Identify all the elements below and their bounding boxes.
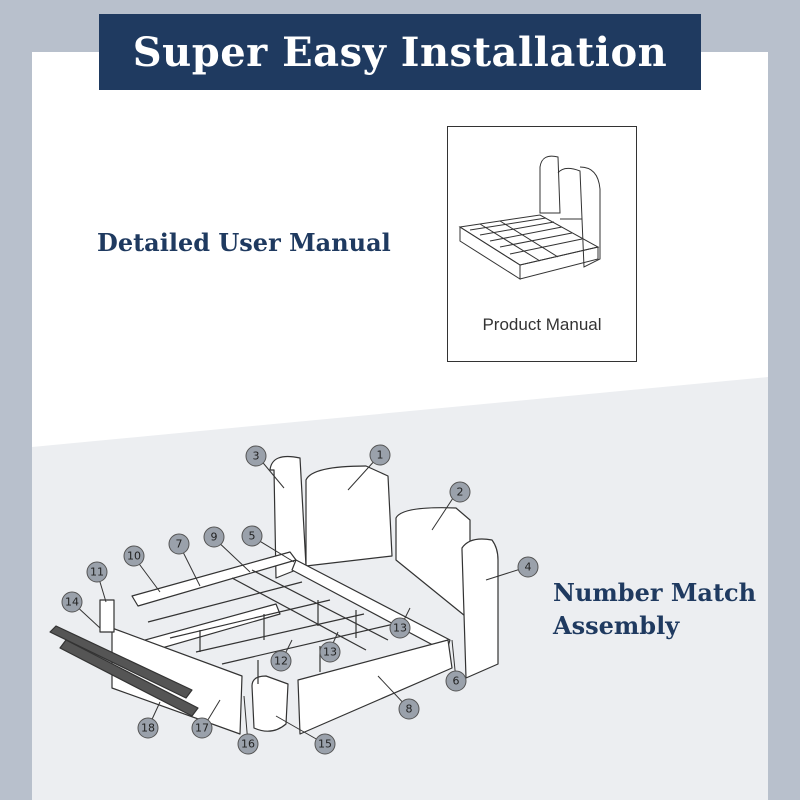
assembly-heading: Number Match Assembly [553, 576, 756, 642]
manual-heading: Detailed User Manual [97, 228, 391, 257]
part-1-shape [305, 465, 393, 567]
manual-caption: Product Manual [482, 315, 602, 334]
callout-1-label: 1 [377, 449, 384, 462]
callout-17-label: 17 [195, 722, 209, 735]
callout-3-icon [245, 445, 267, 467]
assembly-heading-line2: Assembly [553, 611, 680, 640]
callout-2-icon [449, 481, 471, 503]
assembly-heading-line1: Number Match [553, 578, 757, 607]
callout-15-icon [314, 733, 336, 755]
callout-13b-icon [389, 617, 411, 639]
part-15-shape [251, 675, 289, 732]
callout-14-icon [61, 591, 83, 613]
callout-5-label: 5 [249, 530, 256, 543]
callout-10-label: 10 [127, 550, 141, 563]
callout-7-icon [168, 533, 190, 555]
callout-7-label: 7 [176, 538, 183, 551]
callout-8-icon [398, 698, 420, 720]
bed-sketch-icon [458, 155, 601, 280]
callout-5-icon [241, 525, 263, 547]
callout-11-icon [86, 561, 108, 583]
callout-6-label: 6 [453, 675, 460, 688]
callout-2-label: 2 [457, 486, 464, 499]
part-18-shape [49, 625, 193, 699]
part-8-shape [297, 639, 453, 735]
part-18b-shape [59, 639, 199, 717]
callout-9-icon [203, 526, 225, 548]
callout-3-label: 3 [253, 450, 260, 463]
page-title: Super Easy Installation [132, 28, 668, 76]
callout-14-label: 14 [65, 596, 79, 609]
callout-13a-label: 13 [323, 646, 337, 659]
part-10-rail [131, 551, 297, 607]
callout-13a-icon [319, 641, 341, 663]
part-11-shape [99, 599, 115, 633]
callout-8-label: 8 [406, 703, 413, 716]
callout-9-label: 9 [211, 531, 218, 544]
callout-16-label: 16 [241, 738, 255, 751]
callout-13b-label: 13 [393, 622, 407, 635]
page-title-banner: Super Easy Installation [99, 14, 701, 90]
callout-11-label: 11 [90, 566, 104, 579]
callout-12-icon [270, 650, 292, 672]
callout-12-label: 12 [274, 655, 288, 668]
callout-18-label: 18 [141, 722, 155, 735]
part-4-shape [461, 538, 499, 679]
callout-17-icon [191, 717, 213, 739]
callout-1-icon [369, 444, 391, 466]
product-manual-thumbnail: Product Manual [447, 126, 637, 362]
callout-6-icon [445, 670, 467, 692]
callout-4-icon [517, 556, 539, 578]
part-3-shape [269, 455, 307, 579]
callout-16-icon [237, 733, 259, 755]
callout-10-icon [123, 545, 145, 567]
callout-18-icon [137, 717, 159, 739]
part-2-shape [395, 507, 471, 621]
callout-4-label: 4 [525, 561, 532, 574]
callout-15-label: 15 [318, 738, 332, 751]
